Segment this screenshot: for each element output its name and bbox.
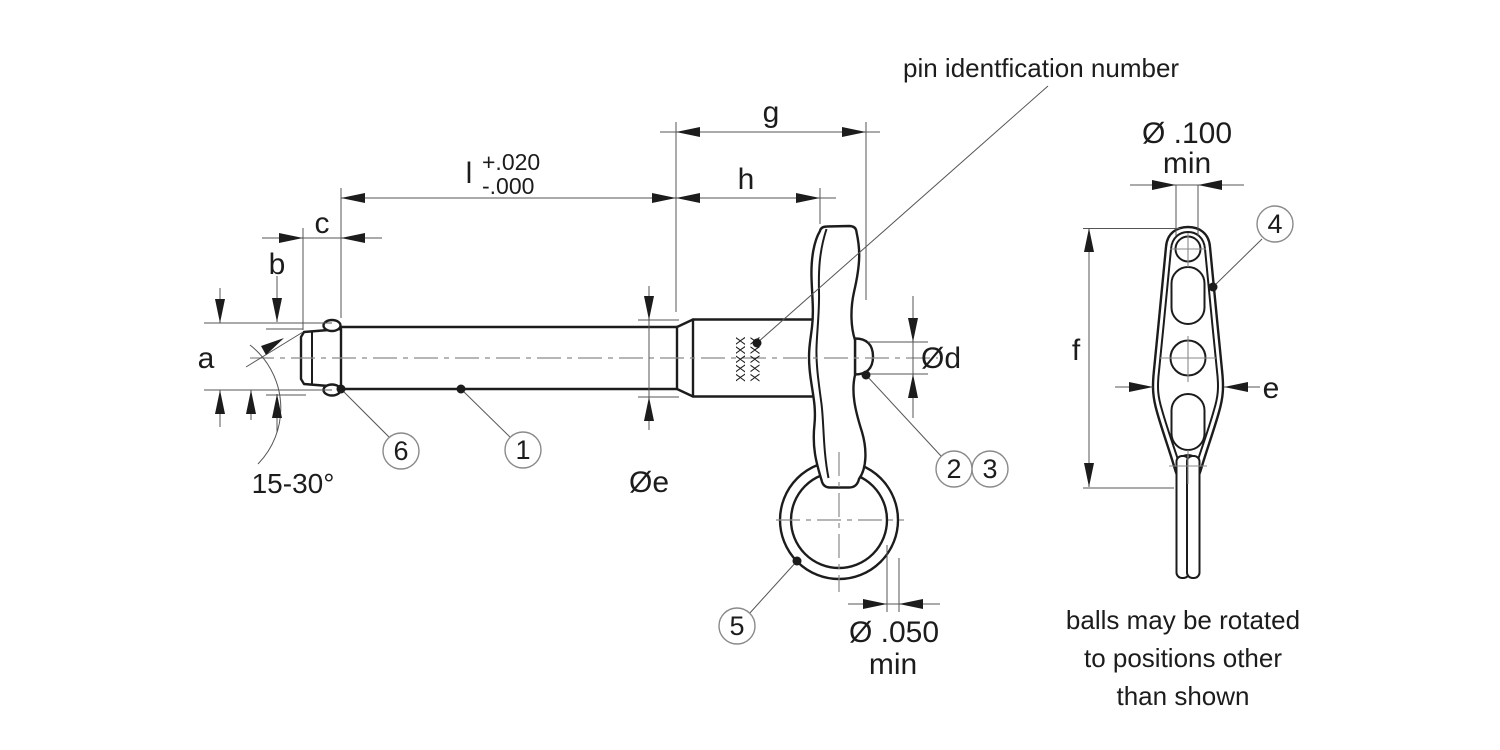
dim-c-label: c (315, 207, 330, 240)
side-view (299, 224, 900, 581)
lanyard-hole-dia-label: Ø .100 (1142, 117, 1232, 150)
end-view-crosshairs (1160, 233, 1216, 484)
balloon-1-label: 1 (515, 435, 530, 465)
pin-id-note: pin identfication number (903, 53, 1179, 83)
dim-b-label: b (269, 248, 286, 281)
t-handle-face-line (815, 228, 830, 479)
end-view (1151, 225, 1225, 579)
dim-a-label: a (198, 342, 215, 375)
balloon-6-label: 6 (393, 436, 408, 466)
dim-e-label: e (1263, 372, 1280, 405)
balloons: 6 1 2 3 5 4 (382, 205, 1294, 645)
ring-wire-dia-label: Ø .050 (849, 616, 939, 649)
balloon-4: 4 (1256, 205, 1294, 243)
shank-end-right (1186, 455, 1201, 579)
leader-dots (336, 282, 1218, 566)
release-button (853, 337, 875, 376)
leader-lines (340, 85, 1263, 615)
pin-marking: XXXXX XXXXX (733, 336, 763, 382)
balloon-3: 3 (971, 450, 1009, 488)
balloon-5: 5 (718, 607, 756, 645)
balloon-4-label: 4 (1267, 209, 1282, 239)
balloon-6: 6 (382, 432, 420, 470)
dim-dia-d-label: Ød (921, 342, 961, 375)
arrowheads (215, 127, 1248, 609)
balloon-5-label: 5 (729, 611, 744, 641)
dim-f-label: f (1072, 334, 1081, 367)
dim-g-label: g (763, 96, 780, 129)
balls-note-line1: balls may be rotated (1066, 605, 1300, 635)
balloon-2: 2 (935, 450, 973, 488)
balloon-3-label: 3 (982, 454, 997, 484)
balloon-2-label: 2 (946, 454, 961, 484)
dim-dia-e-label: Øe (629, 466, 669, 499)
dim-l-tol-lower: -.000 (482, 173, 534, 199)
chamfer-angle-label: 15-30° (252, 468, 335, 499)
marking-row-2: XXXXX (748, 336, 763, 382)
balls-note-line3: than shown (1117, 681, 1250, 711)
dim-h-label: h (738, 163, 755, 196)
dim-l-tol-upper: +.020 (482, 149, 540, 175)
marking-row-1: XXXXX (733, 336, 748, 382)
balloon-1: 1 (504, 431, 542, 469)
dimension-labels: a b c 15-30° l +.020 -.000 g h Øe Ød Ø .… (198, 96, 1280, 681)
centerlines (250, 357, 938, 592)
dim-l-label: l (466, 157, 473, 190)
ring-wire-min-label: min (869, 648, 917, 681)
locking-ball-top (322, 318, 342, 333)
annotation-notes: pin identfication number balls may be ro… (903, 53, 1300, 711)
lanyard-hole-min-label: min (1163, 147, 1211, 180)
balls-note-line2: to positions other (1084, 643, 1282, 673)
